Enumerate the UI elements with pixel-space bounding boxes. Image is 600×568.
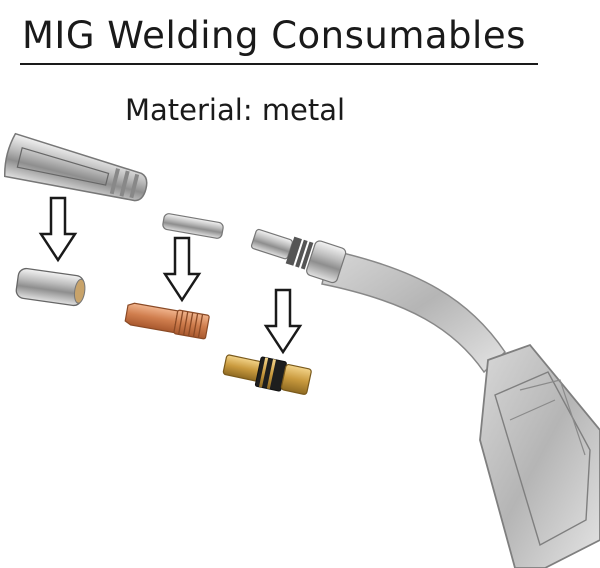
mig-torch	[250, 228, 600, 568]
page-title: MIG Welding Consumables	[22, 14, 526, 57]
material-value: metal	[261, 93, 346, 127]
material-label: Material:	[125, 93, 253, 127]
down-arrow-icon	[38, 196, 78, 263]
tip-holder-brass	[222, 354, 312, 395]
down-arrow-icon	[162, 236, 202, 303]
contact-tip-copper	[124, 302, 210, 340]
gas-nozzle-small	[15, 267, 86, 307]
material-line: Material: metal	[125, 92, 345, 128]
down-arrow-icon	[263, 288, 303, 355]
gas-diffuser-tube	[162, 213, 224, 239]
gas-nozzle-large	[4, 132, 148, 202]
title-underline	[20, 63, 538, 65]
